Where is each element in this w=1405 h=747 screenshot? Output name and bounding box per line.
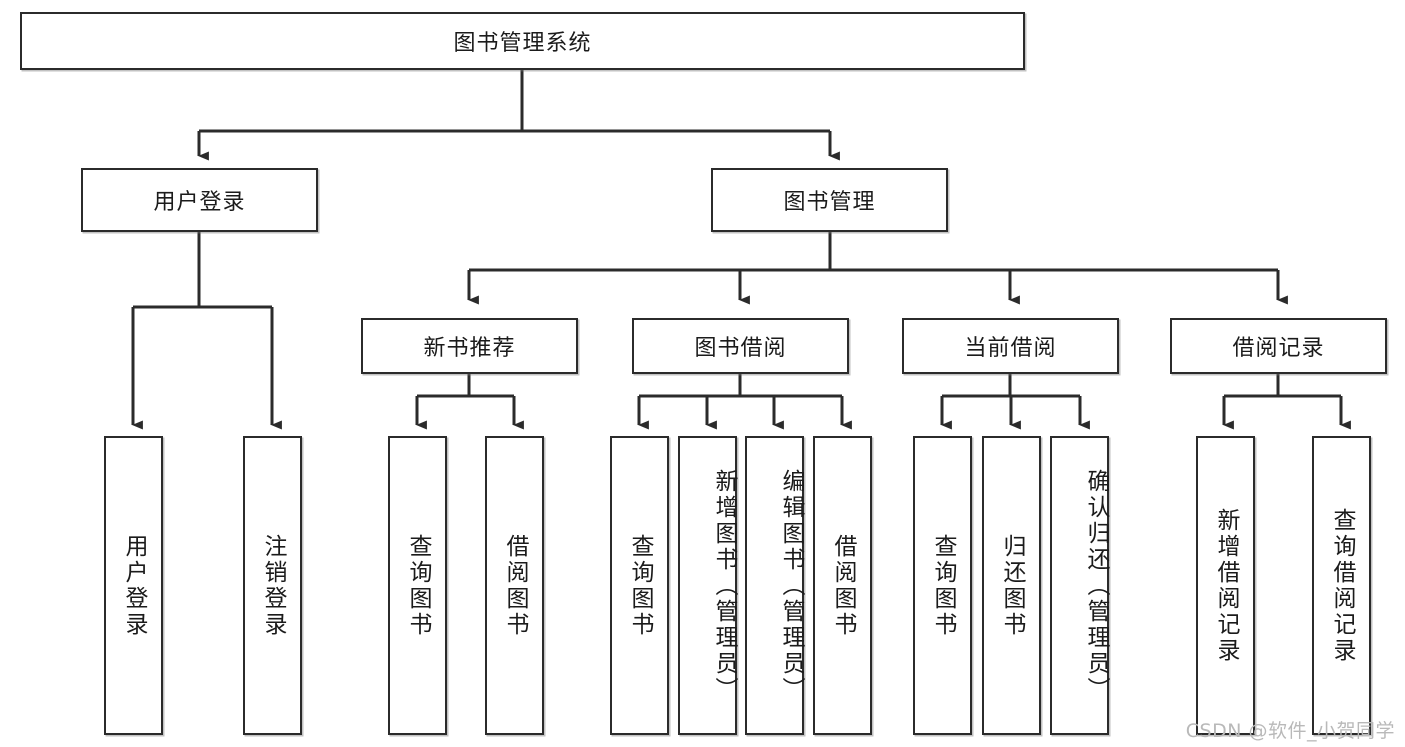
- node-leaf-add-book-label: 新增图书（管理员）: [711, 468, 737, 703]
- node-leaf-return-book[interactable]: 归还图书: [982, 436, 1041, 735]
- node-leaf-user-login[interactable]: 用户登录: [104, 436, 163, 735]
- node-book-borrow-label: 图书借阅: [694, 336, 787, 361]
- node-leaf-query-book-1[interactable]: 查询图书: [388, 436, 447, 735]
- node-borrow-record[interactable]: 借阅记录: [1170, 318, 1387, 374]
- node-leaf-add-record-label: 新增借阅记录: [1213, 507, 1239, 664]
- node-leaf-confirm-return-label: 确认归还（管理员）: [1083, 468, 1109, 703]
- node-leaf-add-book[interactable]: 新增图书（管理员）: [678, 436, 737, 735]
- node-current-borrow-label: 当前借阅: [964, 336, 1057, 361]
- node-leaf-user-login-label: 用户登录: [121, 533, 147, 638]
- node-leaf-query-book-2[interactable]: 查询图书: [610, 436, 669, 735]
- node-root[interactable]: 图书管理系统: [20, 12, 1025, 70]
- node-leaf-confirm-return[interactable]: 确认归还（管理员）: [1050, 436, 1109, 735]
- node-leaf-query-record-label: 查询借阅记录: [1329, 507, 1355, 664]
- node-leaf-add-record[interactable]: 新增借阅记录: [1196, 436, 1255, 735]
- node-leaf-edit-book-label: 编辑图书（管理员）: [778, 468, 804, 703]
- node-leaf-query-book-1-label: 查询图书: [405, 533, 431, 638]
- node-leaf-borrow-book-1[interactable]: 借阅图书: [485, 436, 544, 735]
- node-book-borrow[interactable]: 图书借阅: [632, 318, 849, 374]
- node-borrow-record-label: 借阅记录: [1232, 336, 1325, 361]
- node-leaf-query-book-3-label: 查询图书: [930, 533, 956, 638]
- node-leaf-query-book-3[interactable]: 查询图书: [913, 436, 972, 735]
- node-leaf-edit-book[interactable]: 编辑图书（管理员）: [745, 436, 804, 735]
- node-root-label: 图书管理系统: [453, 31, 592, 56]
- node-book-management-label: 图书管理: [783, 190, 876, 215]
- node-leaf-borrow-book-2-label: 借阅图书: [830, 533, 856, 638]
- node-book-management[interactable]: 图书管理: [711, 168, 948, 232]
- node-leaf-user-logout-label: 注销登录: [260, 533, 286, 638]
- node-user-login[interactable]: 用户登录: [81, 168, 318, 232]
- node-new-book-recommend[interactable]: 新书推荐: [361, 318, 578, 374]
- node-leaf-borrow-book-1-label: 借阅图书: [502, 533, 528, 638]
- node-user-login-label: 用户登录: [153, 190, 246, 215]
- node-current-borrow[interactable]: 当前借阅: [902, 318, 1119, 374]
- node-leaf-return-book-label: 归还图书: [999, 533, 1025, 638]
- node-leaf-query-book-2-label: 查询图书: [627, 533, 653, 638]
- node-leaf-user-logout[interactable]: 注销登录: [243, 436, 302, 735]
- node-leaf-borrow-book-2[interactable]: 借阅图书: [813, 436, 872, 735]
- node-leaf-query-record[interactable]: 查询借阅记录: [1312, 436, 1371, 735]
- node-new-book-recommend-label: 新书推荐: [423, 336, 516, 361]
